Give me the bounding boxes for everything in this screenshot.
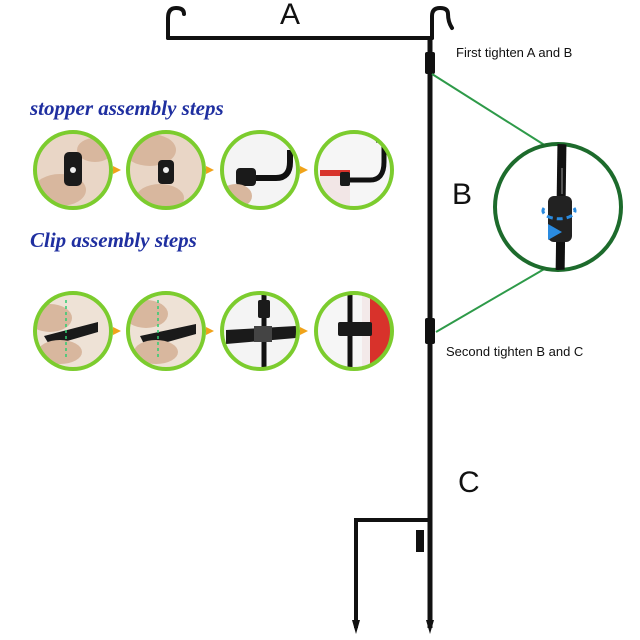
clip-step-4 <box>314 291 394 371</box>
stopper-step-1 <box>33 130 113 210</box>
connector-line-bottom <box>435 267 547 333</box>
clip-steps <box>33 291 394 371</box>
clip-step-1 <box>33 291 113 371</box>
clip-step-3 <box>220 291 300 371</box>
stake-foot-plate <box>416 530 424 552</box>
part-c-label: C <box>458 466 480 499</box>
step-arrow-icon <box>300 327 308 335</box>
clip-step-2 <box>126 291 206 371</box>
step-arrow-icon <box>113 327 121 335</box>
part-a-label: A <box>280 0 301 31</box>
step-arrow-icon <box>206 327 214 335</box>
pole <box>352 40 435 634</box>
stopper-step-2 <box>126 130 206 210</box>
stopper-step-3 <box>220 130 300 210</box>
step-arrow-icon <box>206 166 214 174</box>
zoom-detail <box>493 142 623 272</box>
right-hook <box>430 5 454 40</box>
joint-bc <box>425 318 435 344</box>
step-arrow-icon <box>113 166 121 174</box>
step-arrow-icon <box>300 166 308 174</box>
clip-section-title: Clip assembly steps <box>30 228 197 252</box>
top-arm <box>166 5 454 40</box>
stopper-step-4 <box>314 130 394 210</box>
stopper-section-title: stopper assembly steps <box>30 96 224 120</box>
first-tighten-note: First tighten A and B <box>456 45 573 60</box>
second-tighten-note: Second tighten B and C <box>446 344 584 359</box>
part-b-label: B <box>452 178 473 211</box>
connector-line-top <box>431 73 547 147</box>
stake-left-leg <box>354 518 430 628</box>
rotate-arrow-icon <box>541 207 577 240</box>
left-hook <box>166 5 186 40</box>
stopper-steps <box>33 130 394 210</box>
